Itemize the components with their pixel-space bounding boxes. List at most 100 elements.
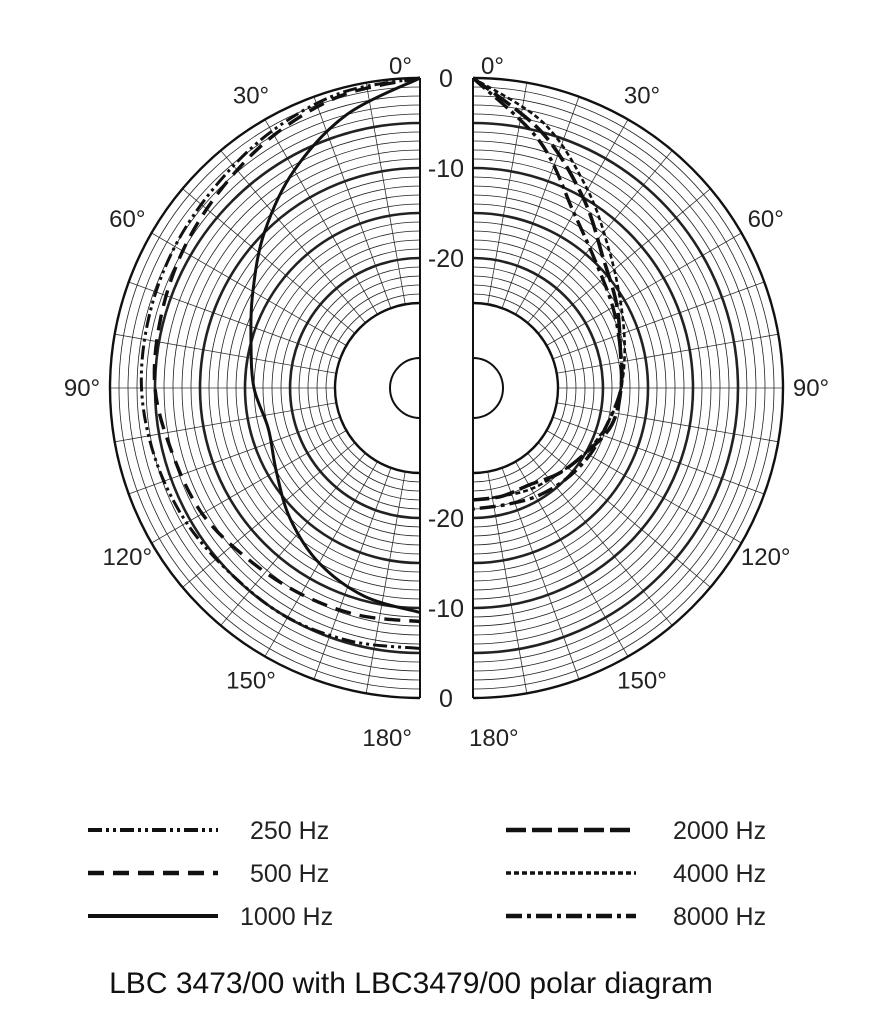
left-major-ring <box>153 121 421 655</box>
right-minor-ring <box>472 140 721 636</box>
left-series-1000-hz <box>249 76 421 614</box>
left-major-ring <box>243 211 421 565</box>
angle-label-right: 180° <box>469 725 519 752</box>
right-major-ring <box>472 256 605 520</box>
right-minor-ring <box>472 248 613 528</box>
right-spoke <box>537 188 711 334</box>
polar-series <box>139 76 627 650</box>
right-minor-ring <box>472 95 766 681</box>
left-spoke <box>313 467 392 680</box>
right-minor-ring <box>472 230 631 546</box>
right-inner-ring <box>472 301 560 475</box>
left-minor-ring <box>136 104 421 672</box>
left-minor-ring <box>316 284 421 492</box>
legend-label-250-hz: 250 Hz <box>250 817 329 845</box>
left-minor-ring <box>181 149 421 627</box>
angle-label-right: 90° <box>793 375 829 402</box>
left-minor-ring <box>271 239 421 537</box>
right-spoke <box>515 119 629 315</box>
angle-label-right: 120° <box>741 544 791 571</box>
angle-label-right: 60° <box>748 206 784 233</box>
left-spoke <box>128 281 341 360</box>
radial-tick-label: -10 <box>428 155 464 183</box>
right-major-ring <box>472 121 740 655</box>
angle-label-left: 0° <box>389 53 412 80</box>
right-outer-ring <box>472 76 785 700</box>
right-minor-ring <box>472 293 568 483</box>
right-centre-hole <box>472 356 504 420</box>
legend-label-500-hz: 500 Hz <box>250 860 329 888</box>
left-spoke <box>220 452 366 626</box>
right-spoke <box>487 471 528 694</box>
right-minor-ring <box>472 176 685 600</box>
angle-label-left: 150° <box>226 668 276 695</box>
right-minor-ring <box>472 113 748 663</box>
right-spoke <box>501 96 580 309</box>
left-minor-ring <box>145 113 421 663</box>
right-spoke <box>552 281 765 360</box>
right-minor-ring <box>472 86 775 690</box>
right-spoke <box>546 430 742 544</box>
radial-tick-label: 0 <box>439 65 453 93</box>
left-minor-ring <box>298 266 421 510</box>
left-spoke <box>182 188 356 334</box>
right-minor-ring <box>472 194 667 582</box>
legend-label-2000-hz: 2000 Hz <box>673 817 766 845</box>
left-outer-ring <box>108 76 421 700</box>
left-minor-ring <box>190 158 421 618</box>
right-minor-ring <box>472 104 757 672</box>
right-spoke <box>552 416 765 495</box>
right-minor-ring <box>472 266 595 510</box>
left-spoke <box>182 442 356 588</box>
right-series-8000-hz <box>471 76 624 511</box>
left-spoke <box>365 82 406 305</box>
angle-label-left: 180° <box>362 725 412 752</box>
right-spoke <box>556 333 779 374</box>
left-minor-ring <box>127 95 421 681</box>
left-series-500-hz <box>152 76 421 624</box>
right-minor-ring <box>472 203 658 573</box>
left-spoke <box>264 119 378 315</box>
right-minor-ring <box>472 149 712 627</box>
right-spoke <box>527 452 673 626</box>
left-minor-ring <box>235 203 421 573</box>
left-minor-ring <box>280 248 421 528</box>
right-major-ring <box>472 166 695 610</box>
left-minor-ring <box>325 293 421 483</box>
left-minor-ring <box>307 275 421 501</box>
left-spoke <box>114 333 337 374</box>
angle-label-left: 90° <box>64 375 100 402</box>
right-minor-ring <box>472 239 622 537</box>
radial-tick-label: -20 <box>428 245 464 273</box>
right-minor-ring <box>472 284 577 492</box>
left-minor-ring <box>262 230 421 546</box>
radial-tick-label: 0 <box>439 685 453 713</box>
angle-label-right: 150° <box>617 668 667 695</box>
left-spoke <box>264 461 378 657</box>
left-minor-ring <box>172 140 421 636</box>
right-spoke <box>527 150 673 324</box>
angle-label-left: 30° <box>233 82 269 109</box>
angle-label-left: 120° <box>102 544 152 571</box>
angle-label-right: 30° <box>624 82 660 109</box>
right-minor-ring <box>472 221 640 555</box>
left-major-ring <box>288 256 421 520</box>
right-minor-ring <box>472 185 676 591</box>
left-series-250-hz <box>139 76 421 650</box>
right-spoke <box>515 461 629 657</box>
left-spoke <box>114 402 337 443</box>
legend-label-8000-hz: 8000 Hz <box>673 903 766 931</box>
legend-label-1000-hz: 1000 Hz <box>240 903 333 931</box>
right-spoke <box>556 402 779 443</box>
left-spoke <box>151 430 347 544</box>
left-minor-ring <box>217 185 421 591</box>
right-spoke <box>546 232 742 346</box>
left-spoke <box>220 150 366 324</box>
left-minor-ring <box>226 194 421 582</box>
left-inner-ring <box>333 301 421 475</box>
polar-labels: 0-10-20-20-1000°30°60°90°120°150°180°0°3… <box>64 53 829 752</box>
left-major-ring <box>198 166 421 610</box>
radial-tick-label: -10 <box>428 595 464 623</box>
